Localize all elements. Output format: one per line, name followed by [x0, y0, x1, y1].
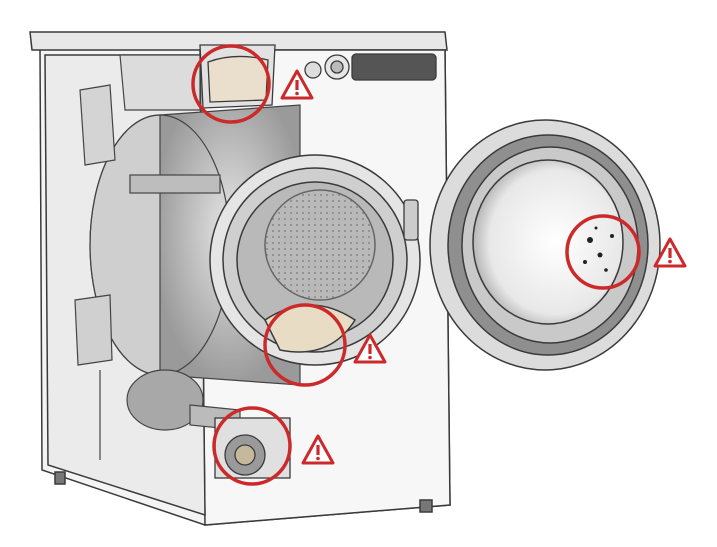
drain-filter — [214, 417, 291, 479]
door-opening — [209, 154, 421, 366]
hotspot-drain-filter — [212, 406, 335, 486]
hotspot-detergent-drawer — [191, 44, 314, 124]
mold-spots — [583, 226, 614, 272]
door-hinge — [403, 199, 419, 241]
detergent-drawer — [199, 44, 276, 109]
hotspot-door-gasket — [263, 303, 387, 387]
hotspot-door-seal — [565, 214, 687, 290]
open-door — [429, 119, 661, 371]
motor — [126, 369, 204, 431]
control-panel — [304, 53, 437, 81]
